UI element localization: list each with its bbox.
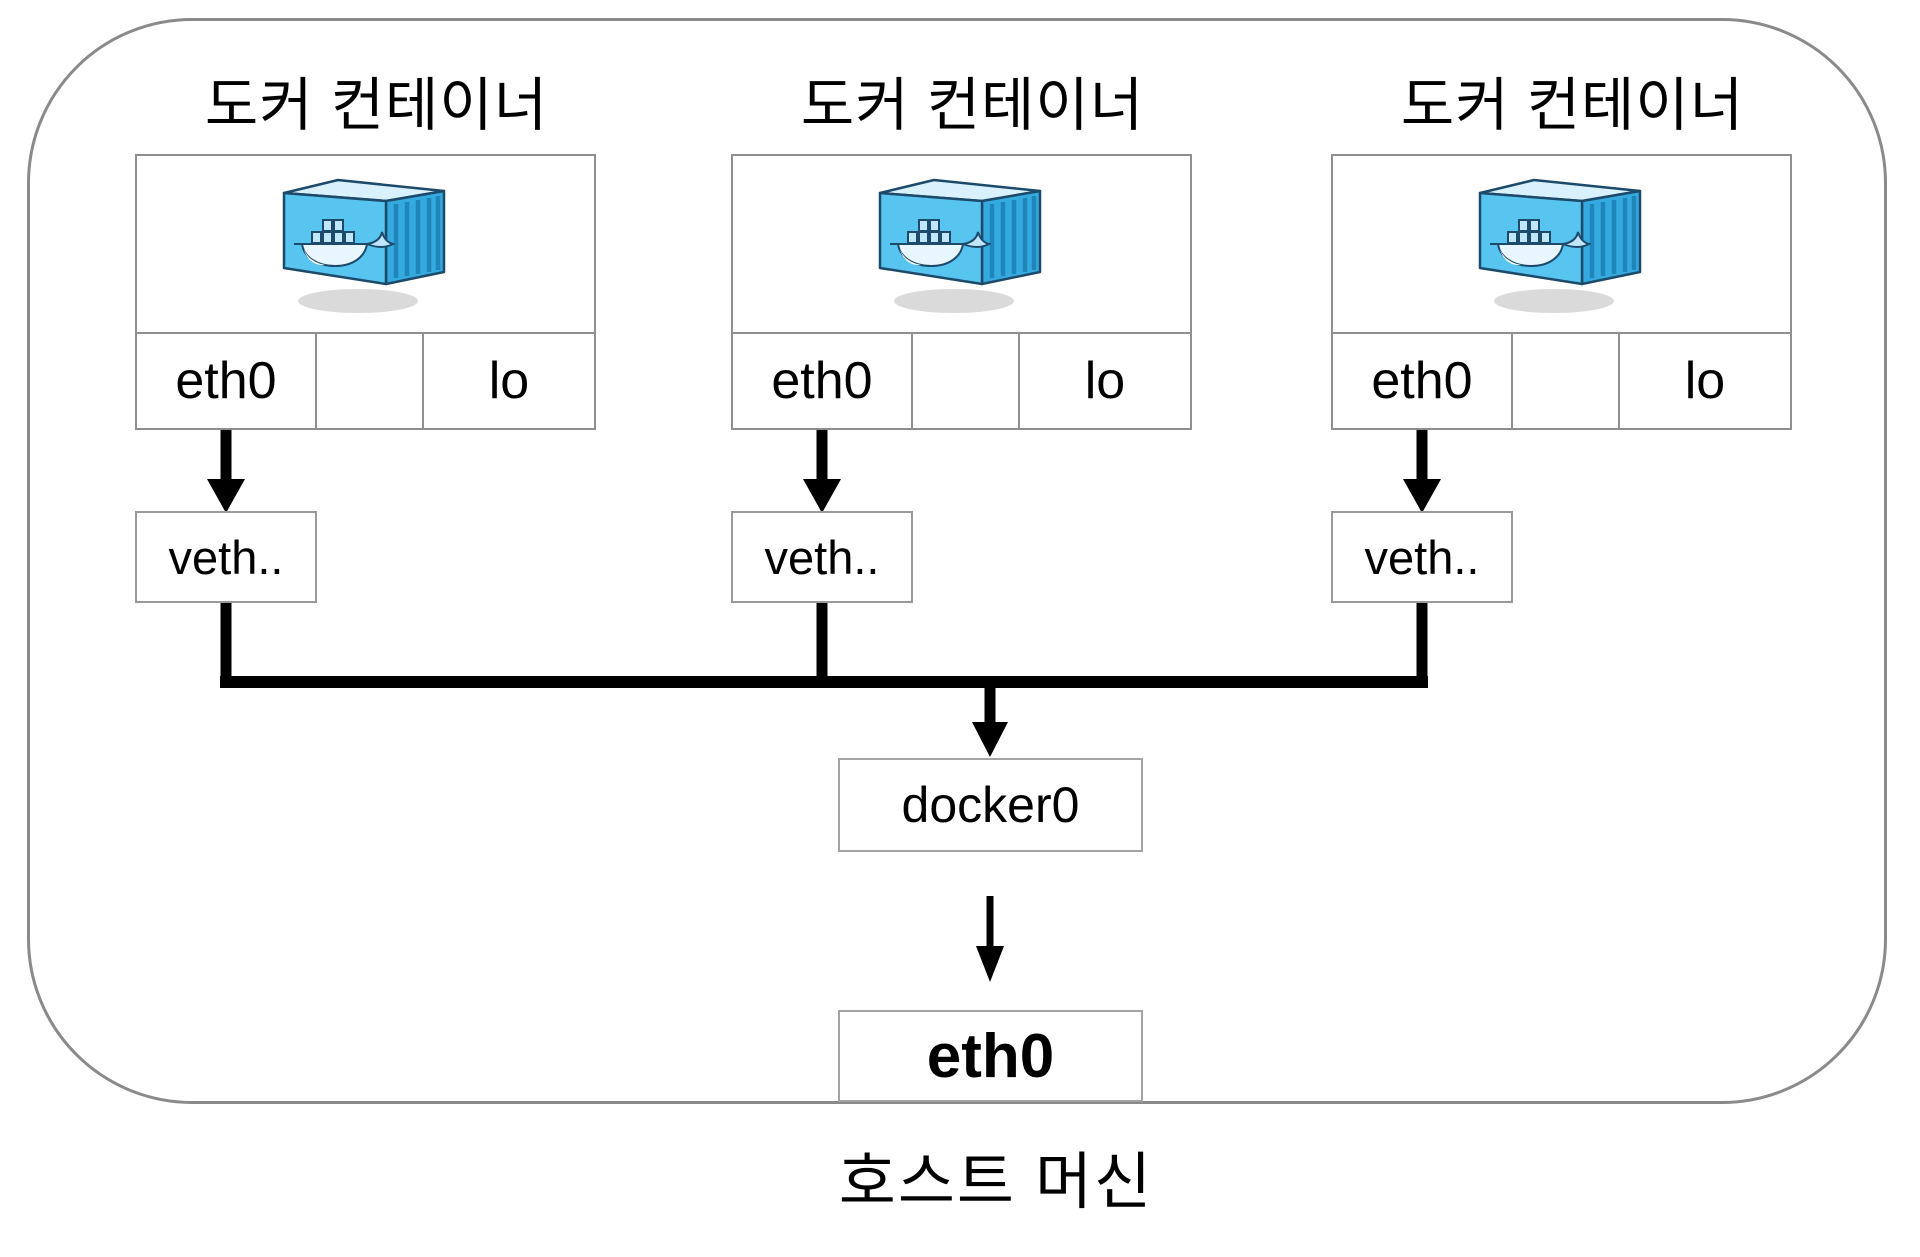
container-box: eth0 lo [135, 154, 596, 430]
docker-container-icon [862, 171, 1062, 321]
eth0-interface-cell: eth0 [733, 334, 913, 428]
eth0-interface-cell: eth0 [1333, 334, 1513, 428]
interface-row: eth0 lo [137, 332, 594, 428]
container-title: 도커 컨테이너 [1400, 73, 1745, 138]
icon-area [137, 156, 594, 336]
veth-box: veth.. [1331, 511, 1513, 603]
veth-box: veth.. [731, 511, 913, 603]
docker-container-icon [1462, 171, 1662, 321]
icon-area [1333, 156, 1790, 336]
icon-area [733, 156, 1190, 336]
lo-interface-cell: lo [1618, 334, 1790, 428]
container-box: eth0 lo [1331, 154, 1792, 430]
veth-box: veth.. [135, 511, 317, 603]
container-title: 도커 컨테이너 [800, 73, 1145, 138]
interface-row: eth0 lo [1333, 332, 1790, 428]
host-machine-boundary [27, 18, 1887, 1104]
container-title: 도커 컨테이너 [204, 73, 549, 138]
host-machine-label: 호스트 머신 [838, 1148, 1154, 1217]
docker0-bridge-box: docker0 [838, 758, 1143, 852]
docker-container-icon [266, 171, 466, 321]
lo-interface-cell: lo [422, 334, 594, 428]
lo-interface-cell: lo [1018, 334, 1190, 428]
host-eth0-box: eth0 [838, 1010, 1143, 1102]
container-box: eth0 lo [731, 154, 1192, 430]
eth0-interface-cell: eth0 [137, 334, 317, 428]
interface-row: eth0 lo [733, 332, 1190, 428]
